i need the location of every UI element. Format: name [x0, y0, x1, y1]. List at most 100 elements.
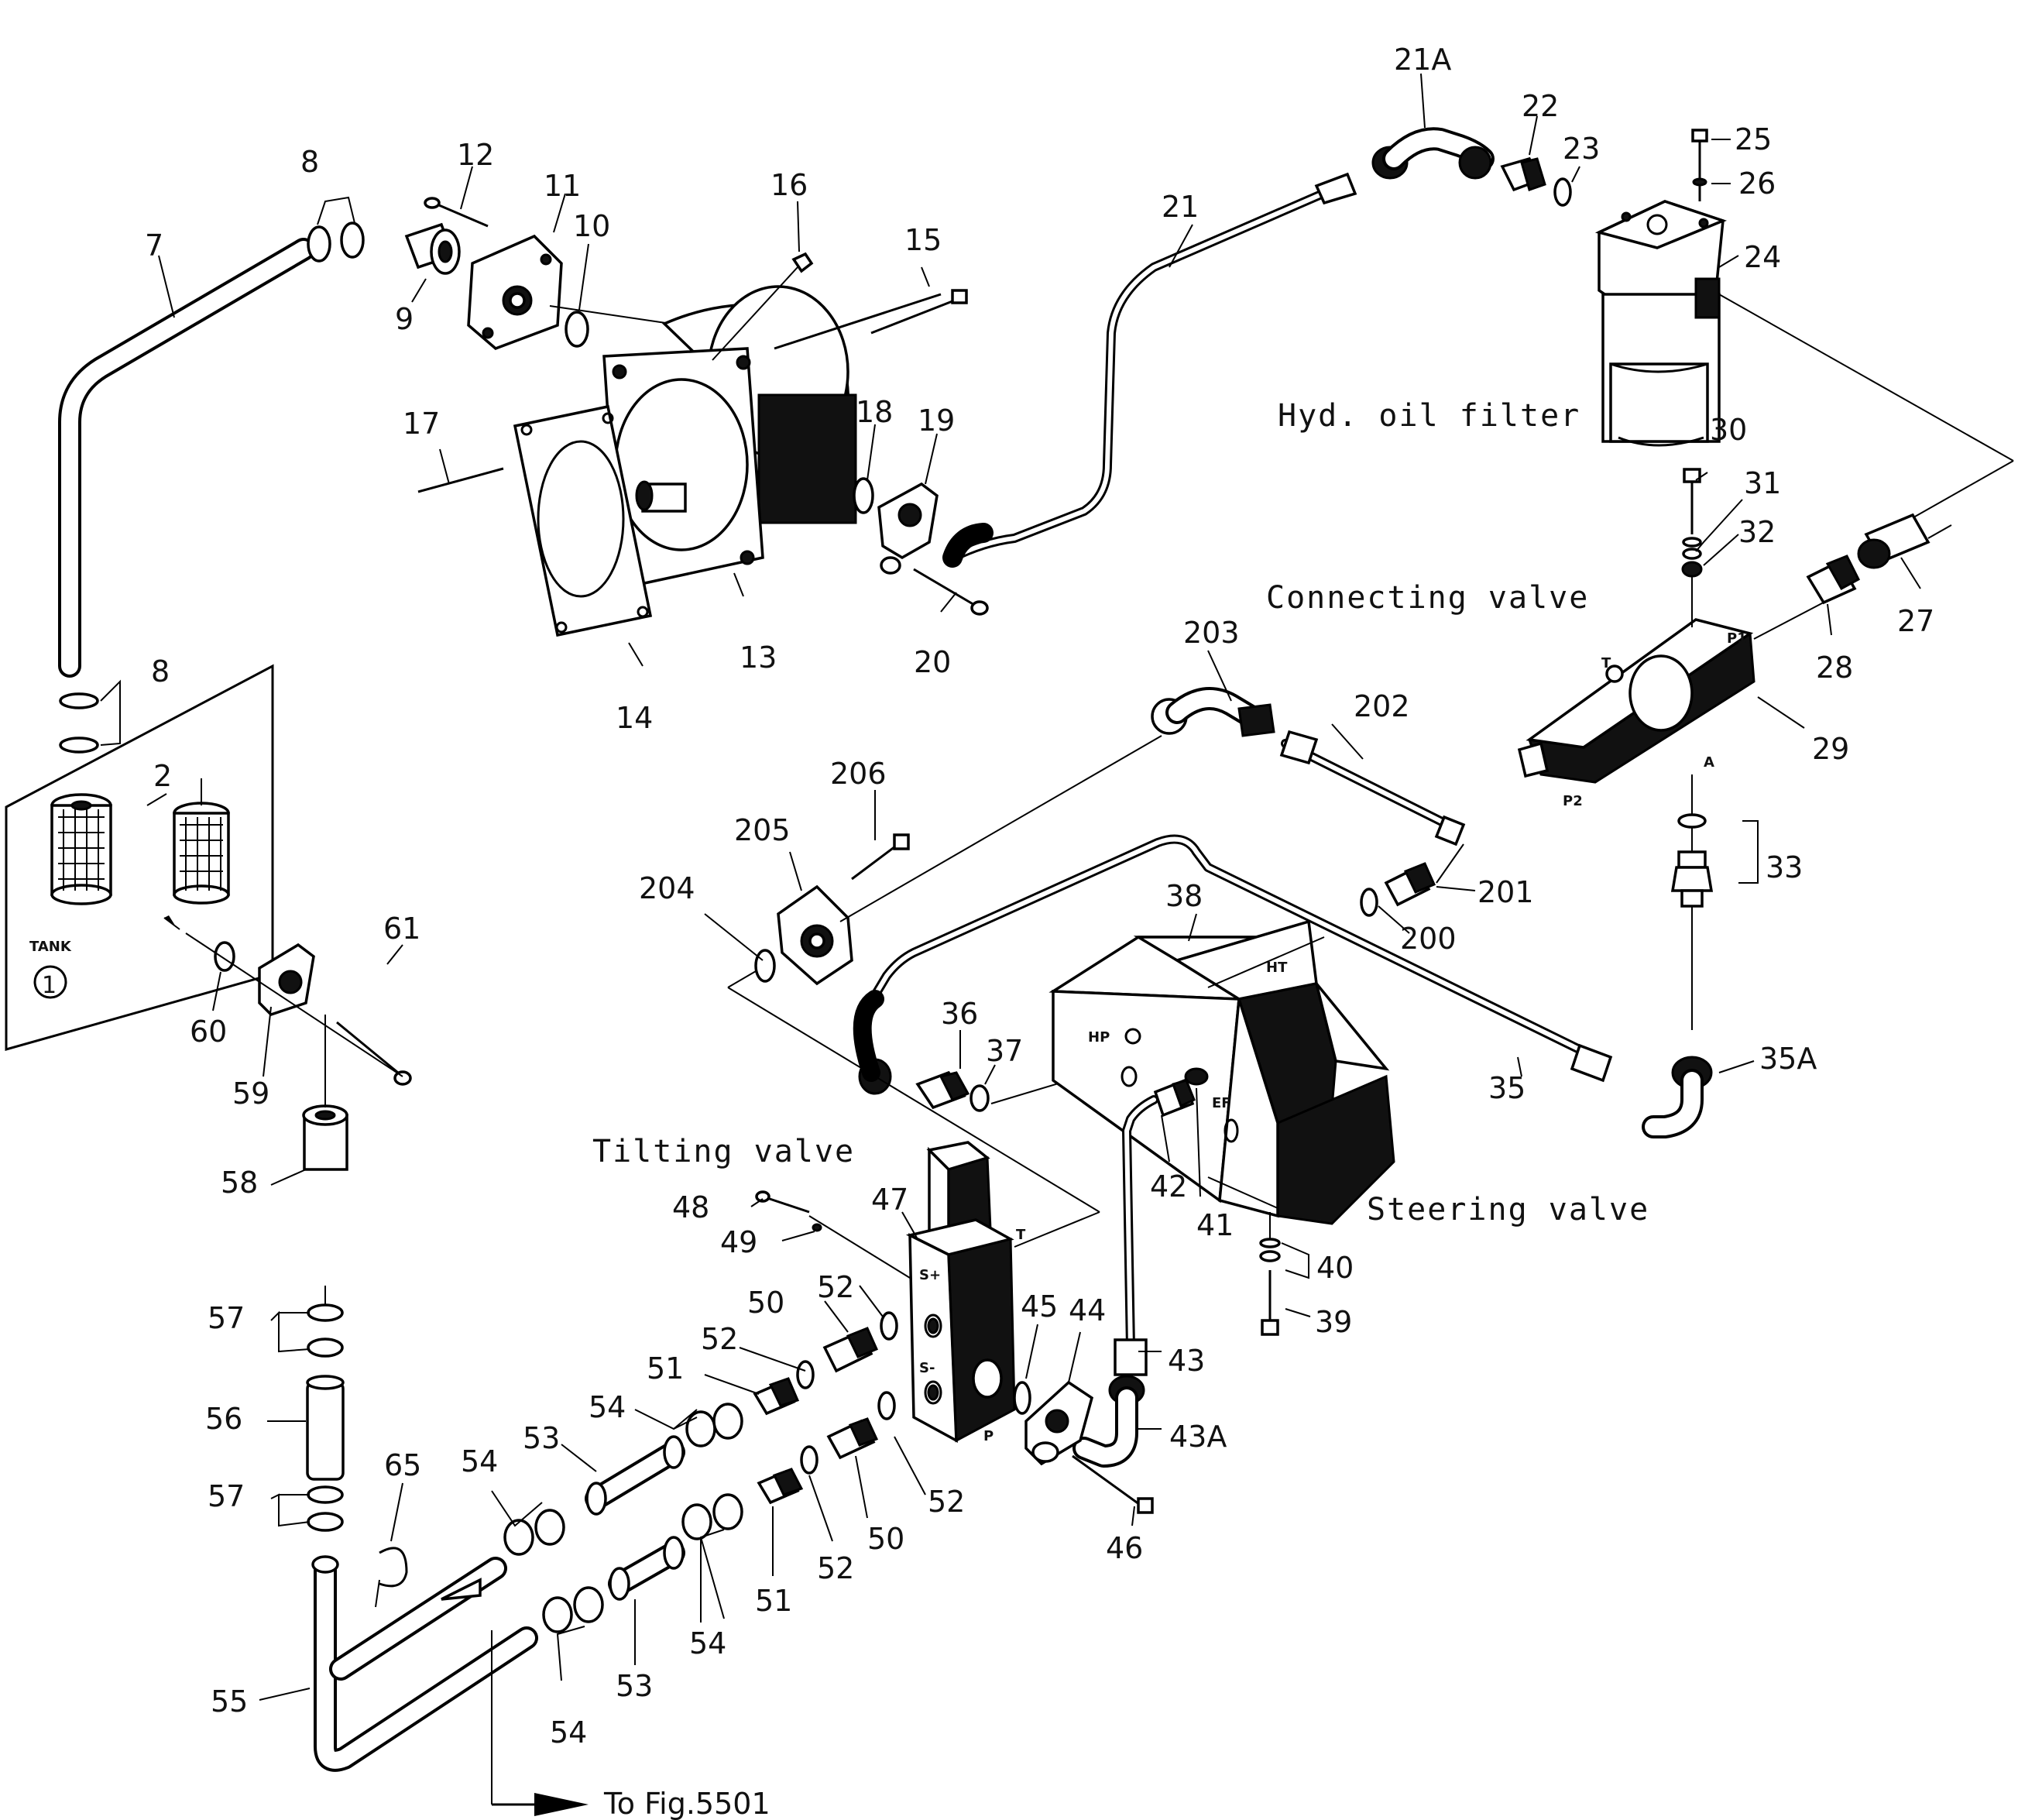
suction-pipe-55: [314, 1557, 538, 1772]
nut-16: [791, 252, 814, 273]
label-201: 201: [1477, 875, 1534, 909]
flange-205: [777, 884, 853, 986]
label-25: 25: [1735, 122, 1772, 156]
label-58: 58: [221, 1166, 258, 1200]
label-18: 18: [856, 395, 893, 429]
connecting-valve-29: T P1 P2 A: [1517, 618, 1755, 809]
adapter-9: [404, 222, 461, 275]
label-49: 49: [720, 1225, 757, 1259]
washer-32-b: [1681, 561, 1703, 578]
label-12: 12: [457, 138, 494, 172]
o-ring-52-d: [800, 1445, 819, 1475]
label-27: 27: [1897, 604, 1934, 638]
label-7: 7: [145, 228, 163, 263]
label-19: 19: [918, 403, 955, 438]
o-ring-18: [853, 477, 874, 514]
label-21: 21: [1162, 190, 1199, 224]
label-53-lower: 53: [616, 1669, 653, 1703]
pressure-pipe-21: [942, 185, 1337, 568]
adapter-36: [915, 1070, 970, 1110]
hose-43: [1114, 1095, 1158, 1376]
washer-49: [812, 1223, 822, 1232]
label-47: 47: [871, 1183, 908, 1217]
o-ring-45: [1013, 1381, 1031, 1415]
label-33: 33: [1766, 850, 1803, 884]
bolt-20: [913, 568, 980, 610]
label-8-upper: 8: [300, 145, 319, 179]
label-206: 206: [830, 757, 887, 791]
adapter-58: [302, 1104, 348, 1171]
adapter-42: [1153, 1078, 1196, 1118]
to-fig-label: To Fig.5501: [603, 1787, 770, 1820]
caption-connecting-valve: Connecting valve: [1266, 580, 1589, 616]
clamp-54-b: [712, 1403, 743, 1440]
fitting-35-end: [1570, 1043, 1613, 1083]
elbow-203: [1151, 687, 1275, 737]
label-61: 61: [383, 912, 420, 946]
adapter-50-a: [822, 1327, 878, 1373]
clamp-57-lower-a: [307, 1485, 344, 1504]
washer-40-b: [1259, 1250, 1281, 1262]
port-ef: EF: [1212, 1095, 1231, 1111]
label-46: 46: [1106, 1531, 1143, 1565]
pipe-202: [1279, 730, 1466, 846]
caption-steering-valve: Steering valve: [1367, 1192, 1649, 1228]
bolt-61: [336, 1021, 403, 1078]
label-205: 205: [734, 813, 791, 847]
clamp-57-upper-b: [307, 1338, 344, 1358]
label-50-lower: 50: [867, 1522, 904, 1556]
label-51-lower: 51: [755, 1584, 792, 1618]
label-16: 16: [770, 168, 808, 202]
label-59: 59: [232, 1077, 269, 1111]
label-20: 20: [914, 645, 951, 679]
port-ht: HT: [1266, 960, 1288, 976]
caption-tilting-valve: Tilting valve: [592, 1134, 855, 1169]
label-14: 14: [616, 701, 653, 735]
washer-40-a: [1259, 1238, 1281, 1248]
tank-panel: TANK 1: [5, 664, 274, 1051]
bolt-46: [1072, 1454, 1143, 1508]
label-24: 24: [1744, 240, 1781, 274]
o-ring-37: [970, 1084, 990, 1112]
label-8-lower: 8: [151, 654, 170, 689]
label-26: 26: [1738, 167, 1776, 201]
strainer-element-spare: [173, 778, 230, 905]
to-fig-arrow: To Fig.5501: [491, 1630, 770, 1820]
o-ring-10: [565, 311, 589, 348]
clamp-54-d: [534, 1509, 565, 1546]
label-44: 44: [1069, 1293, 1106, 1327]
label-200: 200: [1400, 922, 1457, 956]
washer-26: [1692, 177, 1707, 187]
label-54-a: 54: [589, 1390, 626, 1424]
adapter-51-a: [753, 1377, 800, 1416]
adapter-50-b: [826, 1417, 879, 1460]
leader-lines: [100, 73, 1921, 1701]
port-t-connect: T: [1601, 655, 1611, 671]
pump-13: [602, 285, 857, 591]
port-s-minus: S-: [919, 1360, 935, 1376]
label-38: 38: [1165, 879, 1203, 913]
return-pipe-35: [870, 834, 1600, 1062]
bolt-48: [762, 1195, 810, 1214]
clamp-57-lower-b: [307, 1512, 344, 1532]
label-65: 65: [384, 1448, 421, 1482]
label-43a: 43A: [1169, 1420, 1227, 1454]
clamp-8-upper-a: [307, 225, 331, 263]
clamp-54-c: [503, 1519, 534, 1556]
label-54-c: 54: [689, 1626, 726, 1660]
label-43: 43: [1168, 1344, 1205, 1378]
o-ring-204: [754, 949, 776, 983]
hose-56: [306, 1375, 345, 1481]
elbow-43a: [1072, 1375, 1145, 1468]
adapter-28: [1806, 555, 1860, 605]
o-ring-33: [1677, 813, 1707, 829]
label-35: 35: [1488, 1071, 1526, 1105]
tank-label: TANK: [29, 939, 72, 955]
label-54-d: 54: [550, 1715, 587, 1750]
label-50-upper: 50: [747, 1286, 784, 1320]
clamp-57-upper-a: [307, 1303, 344, 1322]
label-28: 28: [1816, 651, 1853, 685]
suction-hose-7: [58, 238, 315, 678]
label-41: 41: [1196, 1208, 1234, 1242]
o-ring-200: [1360, 888, 1378, 917]
